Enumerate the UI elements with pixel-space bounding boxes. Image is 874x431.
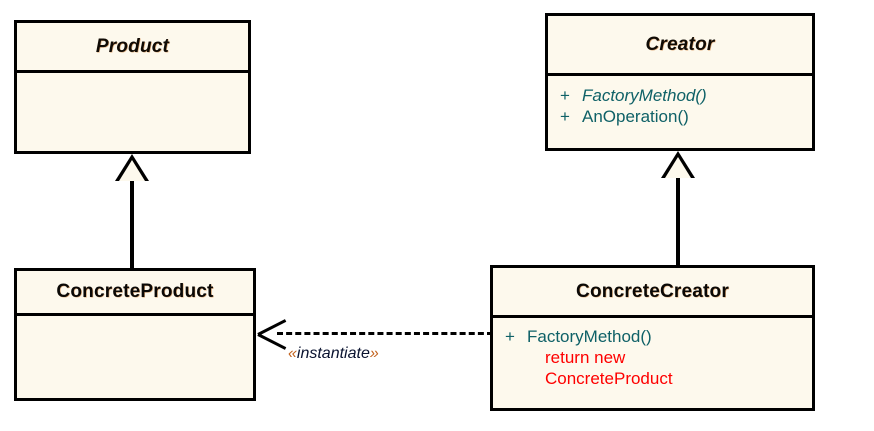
inheritance-triangle-fill-icon (665, 157, 691, 178)
dependency-label-instantiate: «instantiate» (288, 345, 379, 363)
class-header-concrete-creator: ConcreteCreator (493, 268, 812, 315)
class-box-product[interactable]: Product (14, 20, 251, 154)
class-header-concrete-product: ConcreteProduct (17, 271, 253, 313)
member-signature: AnOperation() (582, 107, 689, 126)
class-divider-concrete-product (17, 313, 253, 316)
member-visibility: + (560, 107, 570, 126)
member-row: + AnOperation() (548, 106, 812, 127)
generalization-line (130, 181, 134, 269)
class-operations-concrete-creator: + FactoryMethod() return new ConcretePro… (493, 318, 812, 408)
class-attributes-concrete-product (17, 316, 253, 398)
guillemet-open: « (288, 345, 297, 362)
class-box-concrete-creator[interactable]: ConcreteCreator + FactoryMethod() return… (490, 265, 815, 411)
member-signature: FactoryMethod() (582, 86, 707, 105)
class-operations-creator: + FactoryMethod() + AnOperation() (548, 76, 812, 148)
method-body-note-line: ConcreteProduct (545, 369, 673, 388)
guillemet-close: » (369, 345, 379, 362)
class-box-creator[interactable]: Creator + FactoryMethod() + AnOperation(… (545, 13, 815, 151)
class-divider-concrete-creator (493, 315, 812, 318)
method-body-note-line: return new (545, 348, 626, 367)
member-signature: FactoryMethod() (527, 327, 652, 346)
class-divider-creator (548, 73, 812, 76)
class-name-creator: Creator (645, 33, 715, 55)
class-name-concrete-creator: ConcreteCreator (576, 280, 729, 302)
inheritance-triangle-fill-icon (119, 160, 145, 181)
class-header-creator: Creator (548, 16, 812, 73)
class-header-product: Product (17, 23, 248, 70)
class-divider-product (17, 70, 248, 73)
generalization-line (676, 178, 680, 266)
member-row: + FactoryMethod() (548, 85, 812, 106)
member-row: + FactoryMethod() (493, 326, 812, 347)
class-name-concrete-product: ConcreteProduct (56, 281, 214, 302)
class-attributes-product (17, 73, 248, 151)
class-box-concrete-product[interactable]: ConcreteProduct (14, 268, 256, 401)
member-visibility: + (560, 86, 570, 105)
stereotype-text: instantiate (296, 345, 370, 362)
dependency-dashed-line (277, 332, 493, 335)
member-visibility: + (505, 327, 515, 346)
class-name-product: Product (95, 35, 170, 57)
